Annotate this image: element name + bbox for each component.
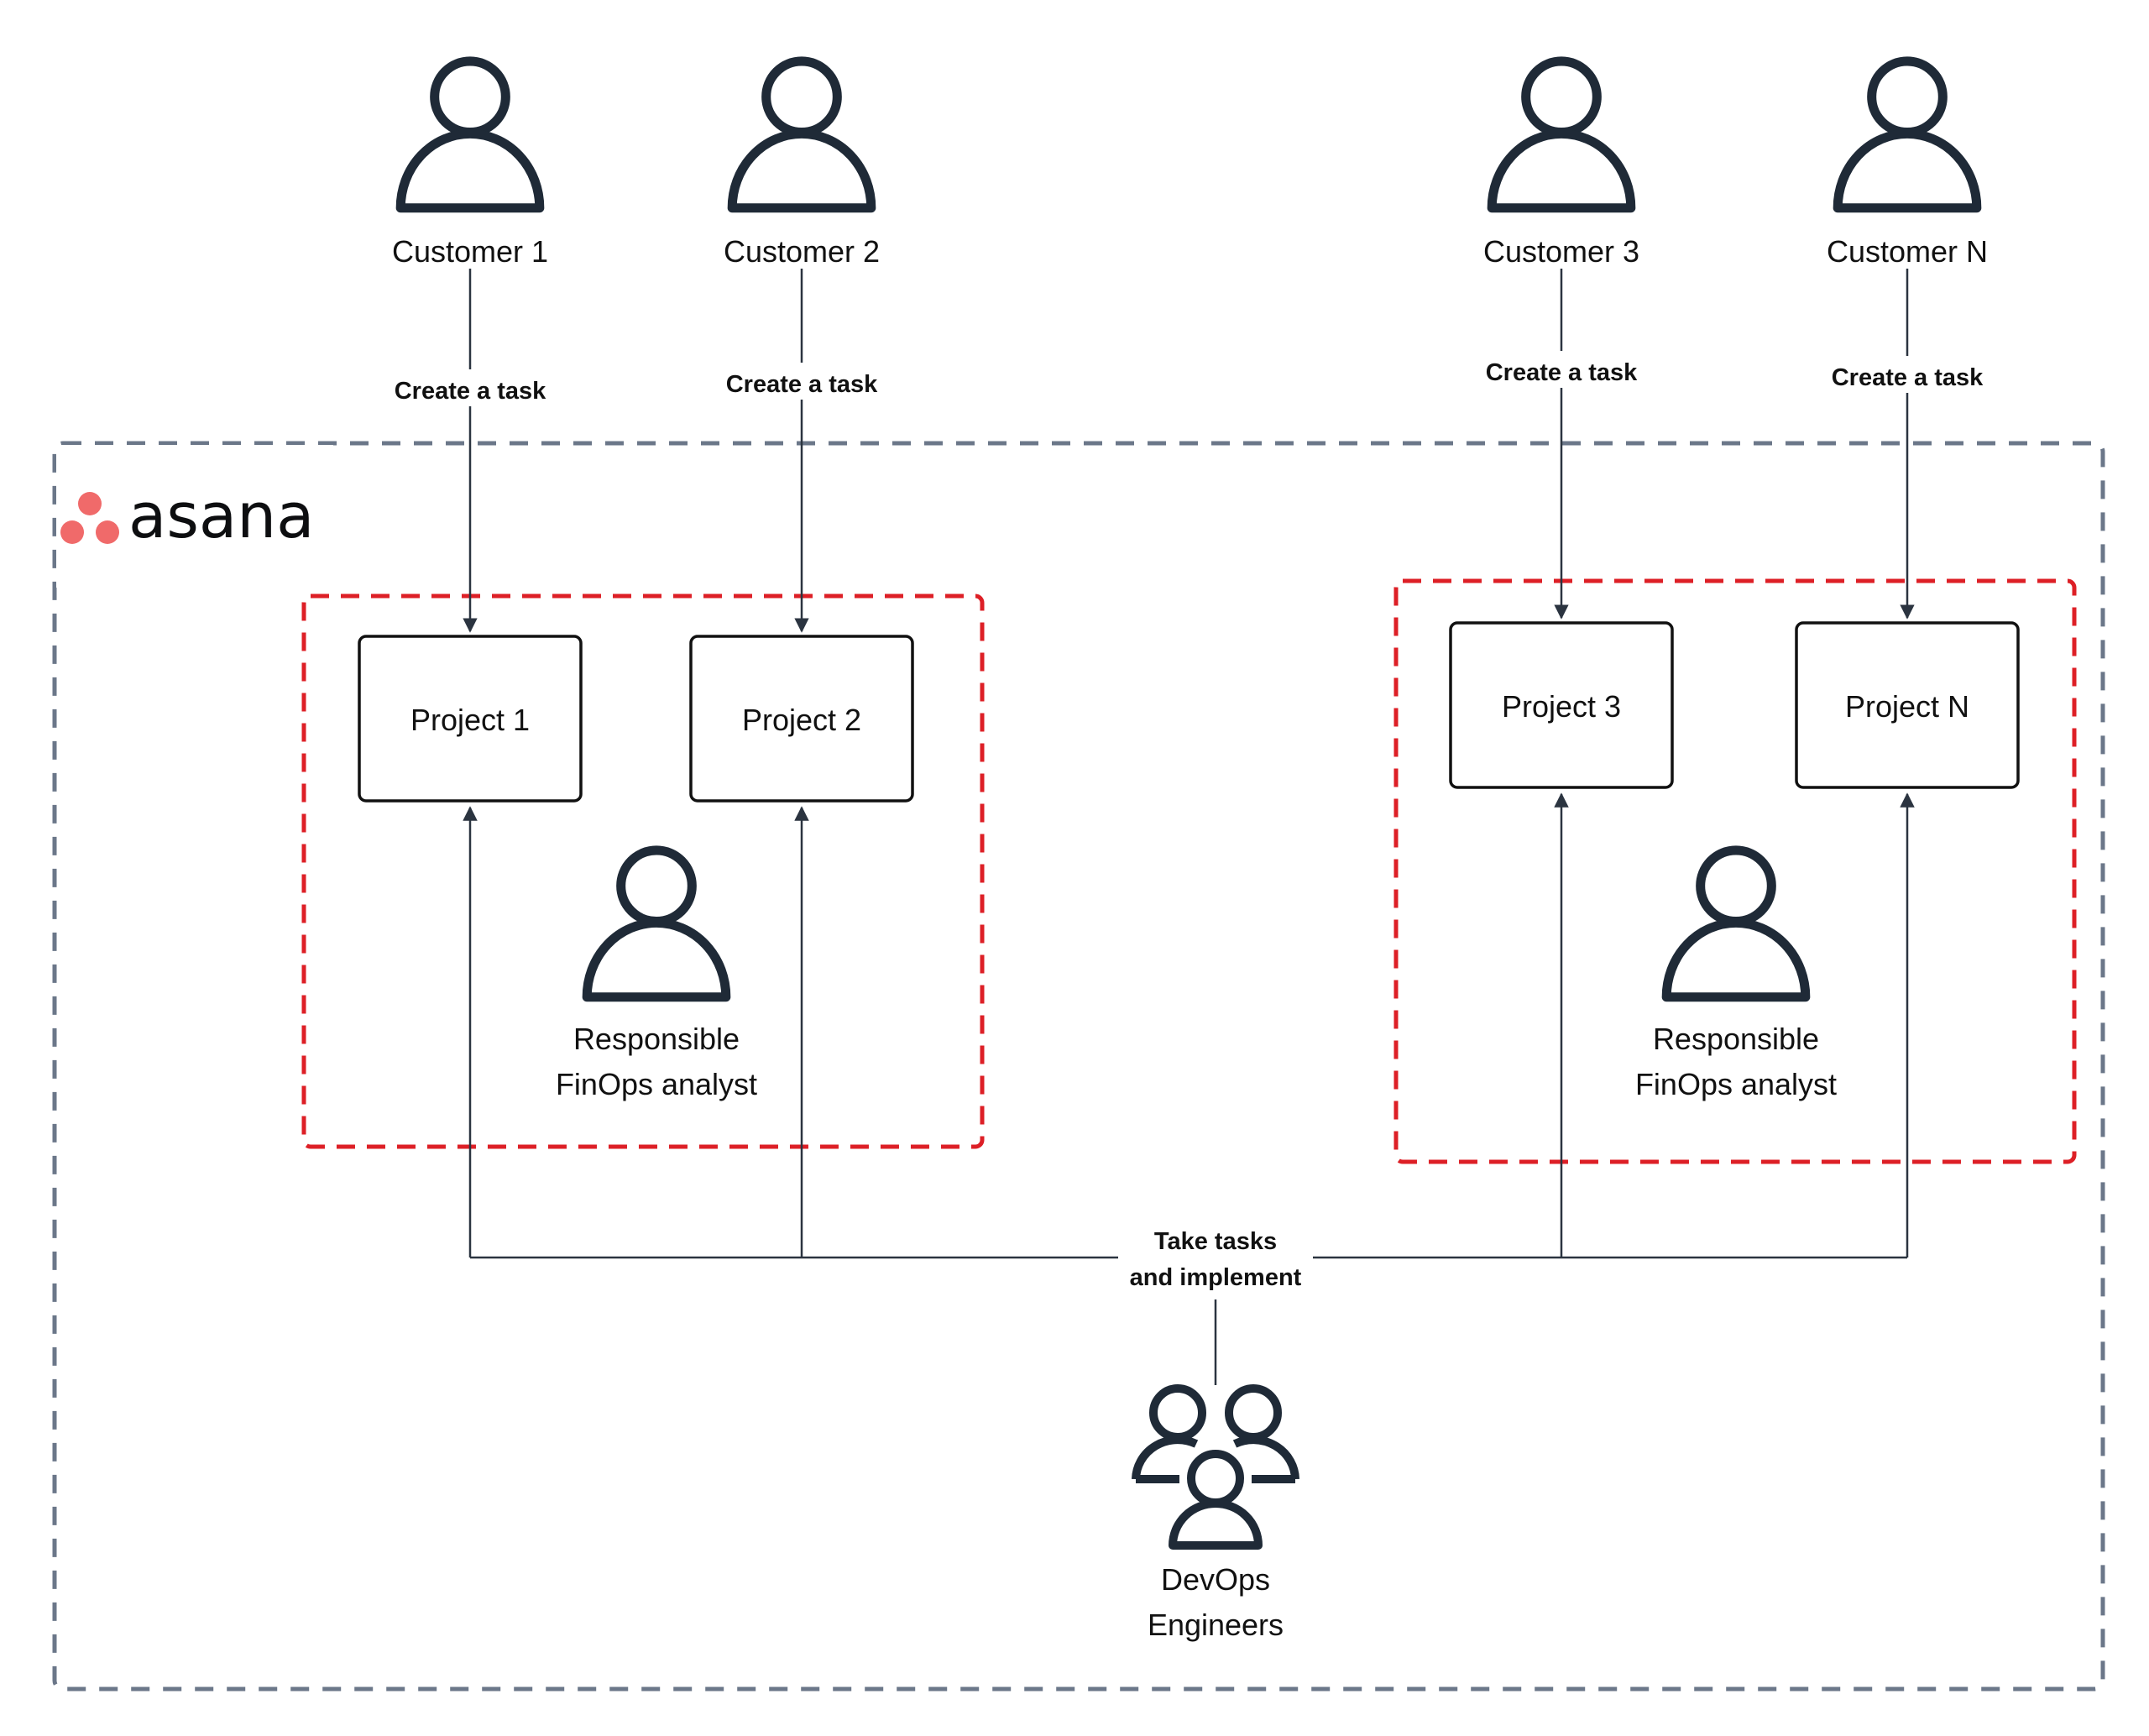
project-2: Project 2 bbox=[689, 635, 914, 803]
group-of-people-icon bbox=[1132, 1384, 1299, 1550]
asana-boundary bbox=[52, 441, 2105, 1692]
brand-dot-icon bbox=[60, 520, 84, 544]
edge-label: Create a task bbox=[395, 378, 546, 405]
person-icon bbox=[587, 850, 726, 997]
project-label: Project 2 bbox=[742, 703, 861, 737]
project-label: Project N bbox=[1845, 689, 1969, 724]
brand-dot-icon bbox=[78, 492, 102, 515]
devops-edge-label-line1: Take tasks bbox=[1154, 1228, 1277, 1255]
customer-2: Customer 2 bbox=[724, 61, 880, 269]
analyst-label-line2: FinOps analyst bbox=[1635, 1067, 1837, 1101]
customer-n: Customer N bbox=[1827, 61, 1988, 269]
edge-label: Create a task bbox=[1832, 364, 1984, 391]
finops-analyst-right: Responsible FinOps analyst bbox=[1635, 850, 1837, 1101]
asana-logo: asana bbox=[56, 445, 333, 588]
devops-edge-label-line2: and implement bbox=[1130, 1264, 1302, 1291]
edge-label: Create a task bbox=[1486, 359, 1638, 386]
project-3: Project 3 bbox=[1449, 621, 1674, 789]
analyst-label-line1: Responsible bbox=[573, 1022, 740, 1056]
project-n: Project N bbox=[1795, 621, 2020, 789]
analyst-group-left bbox=[301, 593, 985, 1149]
devops-label-line2: Engineers bbox=[1148, 1608, 1284, 1642]
analyst-label-line2: FinOps analyst bbox=[556, 1067, 757, 1101]
project-1: Project 1 bbox=[358, 635, 583, 803]
devops-engineers: DevOps Engineers bbox=[1132, 1384, 1299, 1642]
customer-1: Customer 1 bbox=[392, 61, 548, 269]
project-label: Project 3 bbox=[1502, 689, 1621, 724]
person-icon bbox=[732, 61, 871, 208]
person-icon bbox=[400, 61, 540, 208]
person-icon bbox=[1666, 850, 1806, 997]
customer-label: Customer N bbox=[1827, 234, 1988, 269]
project-label: Project 1 bbox=[410, 703, 530, 737]
brand-name: asana bbox=[128, 480, 315, 552]
finops-analyst-left: Responsible FinOps analyst bbox=[556, 850, 757, 1101]
edge-label: Create a task bbox=[726, 371, 878, 398]
brand-dot-icon bbox=[96, 520, 119, 544]
customer-label: Customer 1 bbox=[392, 234, 548, 269]
customer-label: Customer 2 bbox=[724, 234, 880, 269]
person-icon bbox=[1838, 61, 1977, 208]
customer-label: Customer 3 bbox=[1483, 234, 1639, 269]
customer-3: Customer 3 bbox=[1483, 61, 1639, 269]
analyst-label-line1: Responsible bbox=[1653, 1022, 1819, 1056]
person-icon bbox=[1492, 61, 1631, 208]
devops-label-line1: DevOps bbox=[1161, 1562, 1270, 1597]
analyst-group-right bbox=[1393, 578, 2077, 1164]
